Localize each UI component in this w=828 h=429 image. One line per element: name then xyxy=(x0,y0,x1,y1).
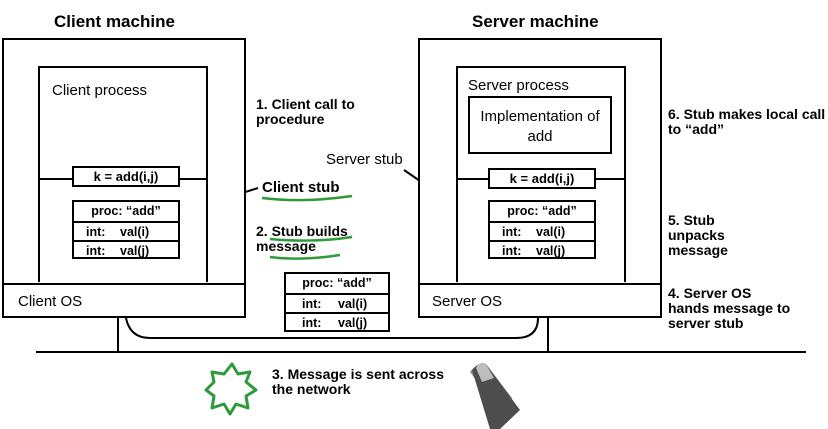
stub-builds-underline xyxy=(269,235,353,242)
row-value: val(j) xyxy=(536,244,566,258)
client-stub-underline xyxy=(261,194,353,202)
server-impl-label: Implementation of add xyxy=(480,108,600,145)
server-impl-box: Implementation of add xyxy=(468,96,612,154)
row-value: val(j) xyxy=(338,316,368,330)
network-message-box: proc: “add” int: val(i) int: val(j) xyxy=(284,272,390,332)
row-type: int: xyxy=(502,225,522,239)
client-call-text: k = add(i,j) xyxy=(93,169,159,184)
client-message-proc: proc: “add” xyxy=(91,204,161,218)
server-message-box: proc: “add” int: val(i) int: val(j) xyxy=(488,200,596,259)
step-4-label: 4. Server OS hands message to server stu… xyxy=(668,285,791,331)
client-call-box: k = add(i,j) xyxy=(72,166,180,187)
step-6-label: 6. Stub makes local call to “add” xyxy=(668,106,826,137)
server-message-proc: proc: “add” xyxy=(507,204,577,218)
row-value: val(i) xyxy=(120,225,150,239)
network-burst-icon xyxy=(204,362,258,416)
server-os-divider xyxy=(420,283,660,285)
client-process-label: Client process xyxy=(52,82,148,99)
message-path xyxy=(125,260,548,339)
client-message-row: int: val(j) xyxy=(74,240,178,259)
server-call-box: k = add(i,j) xyxy=(488,168,596,189)
row-type: int: xyxy=(86,244,106,258)
server-os-label: Server OS xyxy=(432,293,503,310)
row-value: val(i) xyxy=(536,225,566,239)
network-message-proc: proc: “add” xyxy=(302,276,372,290)
server-call-text: k = add(i,j) xyxy=(509,171,575,186)
message-underline xyxy=(269,253,341,260)
client-os-divider xyxy=(4,283,244,285)
row-value: val(j) xyxy=(120,244,150,258)
server-process-label: Server process xyxy=(468,77,569,94)
network-message-row: int: val(j) xyxy=(286,312,388,331)
client-machine-title: Client machine xyxy=(54,12,175,31)
row-type: int: xyxy=(302,297,322,311)
pen-icon xyxy=(470,362,520,429)
row-value: val(i) xyxy=(338,297,368,311)
server-message-row: int: val(j) xyxy=(490,240,594,259)
client-stub-label: Client stub xyxy=(262,179,340,196)
server-message-row: int: val(i) xyxy=(490,221,594,240)
network-message-row: int: val(i) xyxy=(286,293,388,312)
step-5-label: 5. Stub unpacks message xyxy=(668,212,728,258)
client-os-label: Client OS xyxy=(18,293,83,310)
server-stub-label: Server stub xyxy=(326,151,403,168)
step-2-text: Stub builds message xyxy=(256,223,348,254)
server-machine-title: Server machine xyxy=(472,12,599,31)
row-type: int: xyxy=(86,225,106,239)
step-3-label: 3. Message is sent across the network xyxy=(272,366,444,397)
step-2-number: 2. xyxy=(256,223,272,239)
row-type: int: xyxy=(502,244,522,258)
client-message-row: int: val(i) xyxy=(74,221,178,240)
row-type: int: xyxy=(302,316,322,330)
step-2-label: 2. Stub builds message xyxy=(256,224,366,254)
step-1-label: 1. Client call to procedure xyxy=(256,96,355,127)
client-message-box: proc: “add” int: val(i) int: val(j) xyxy=(72,200,180,259)
